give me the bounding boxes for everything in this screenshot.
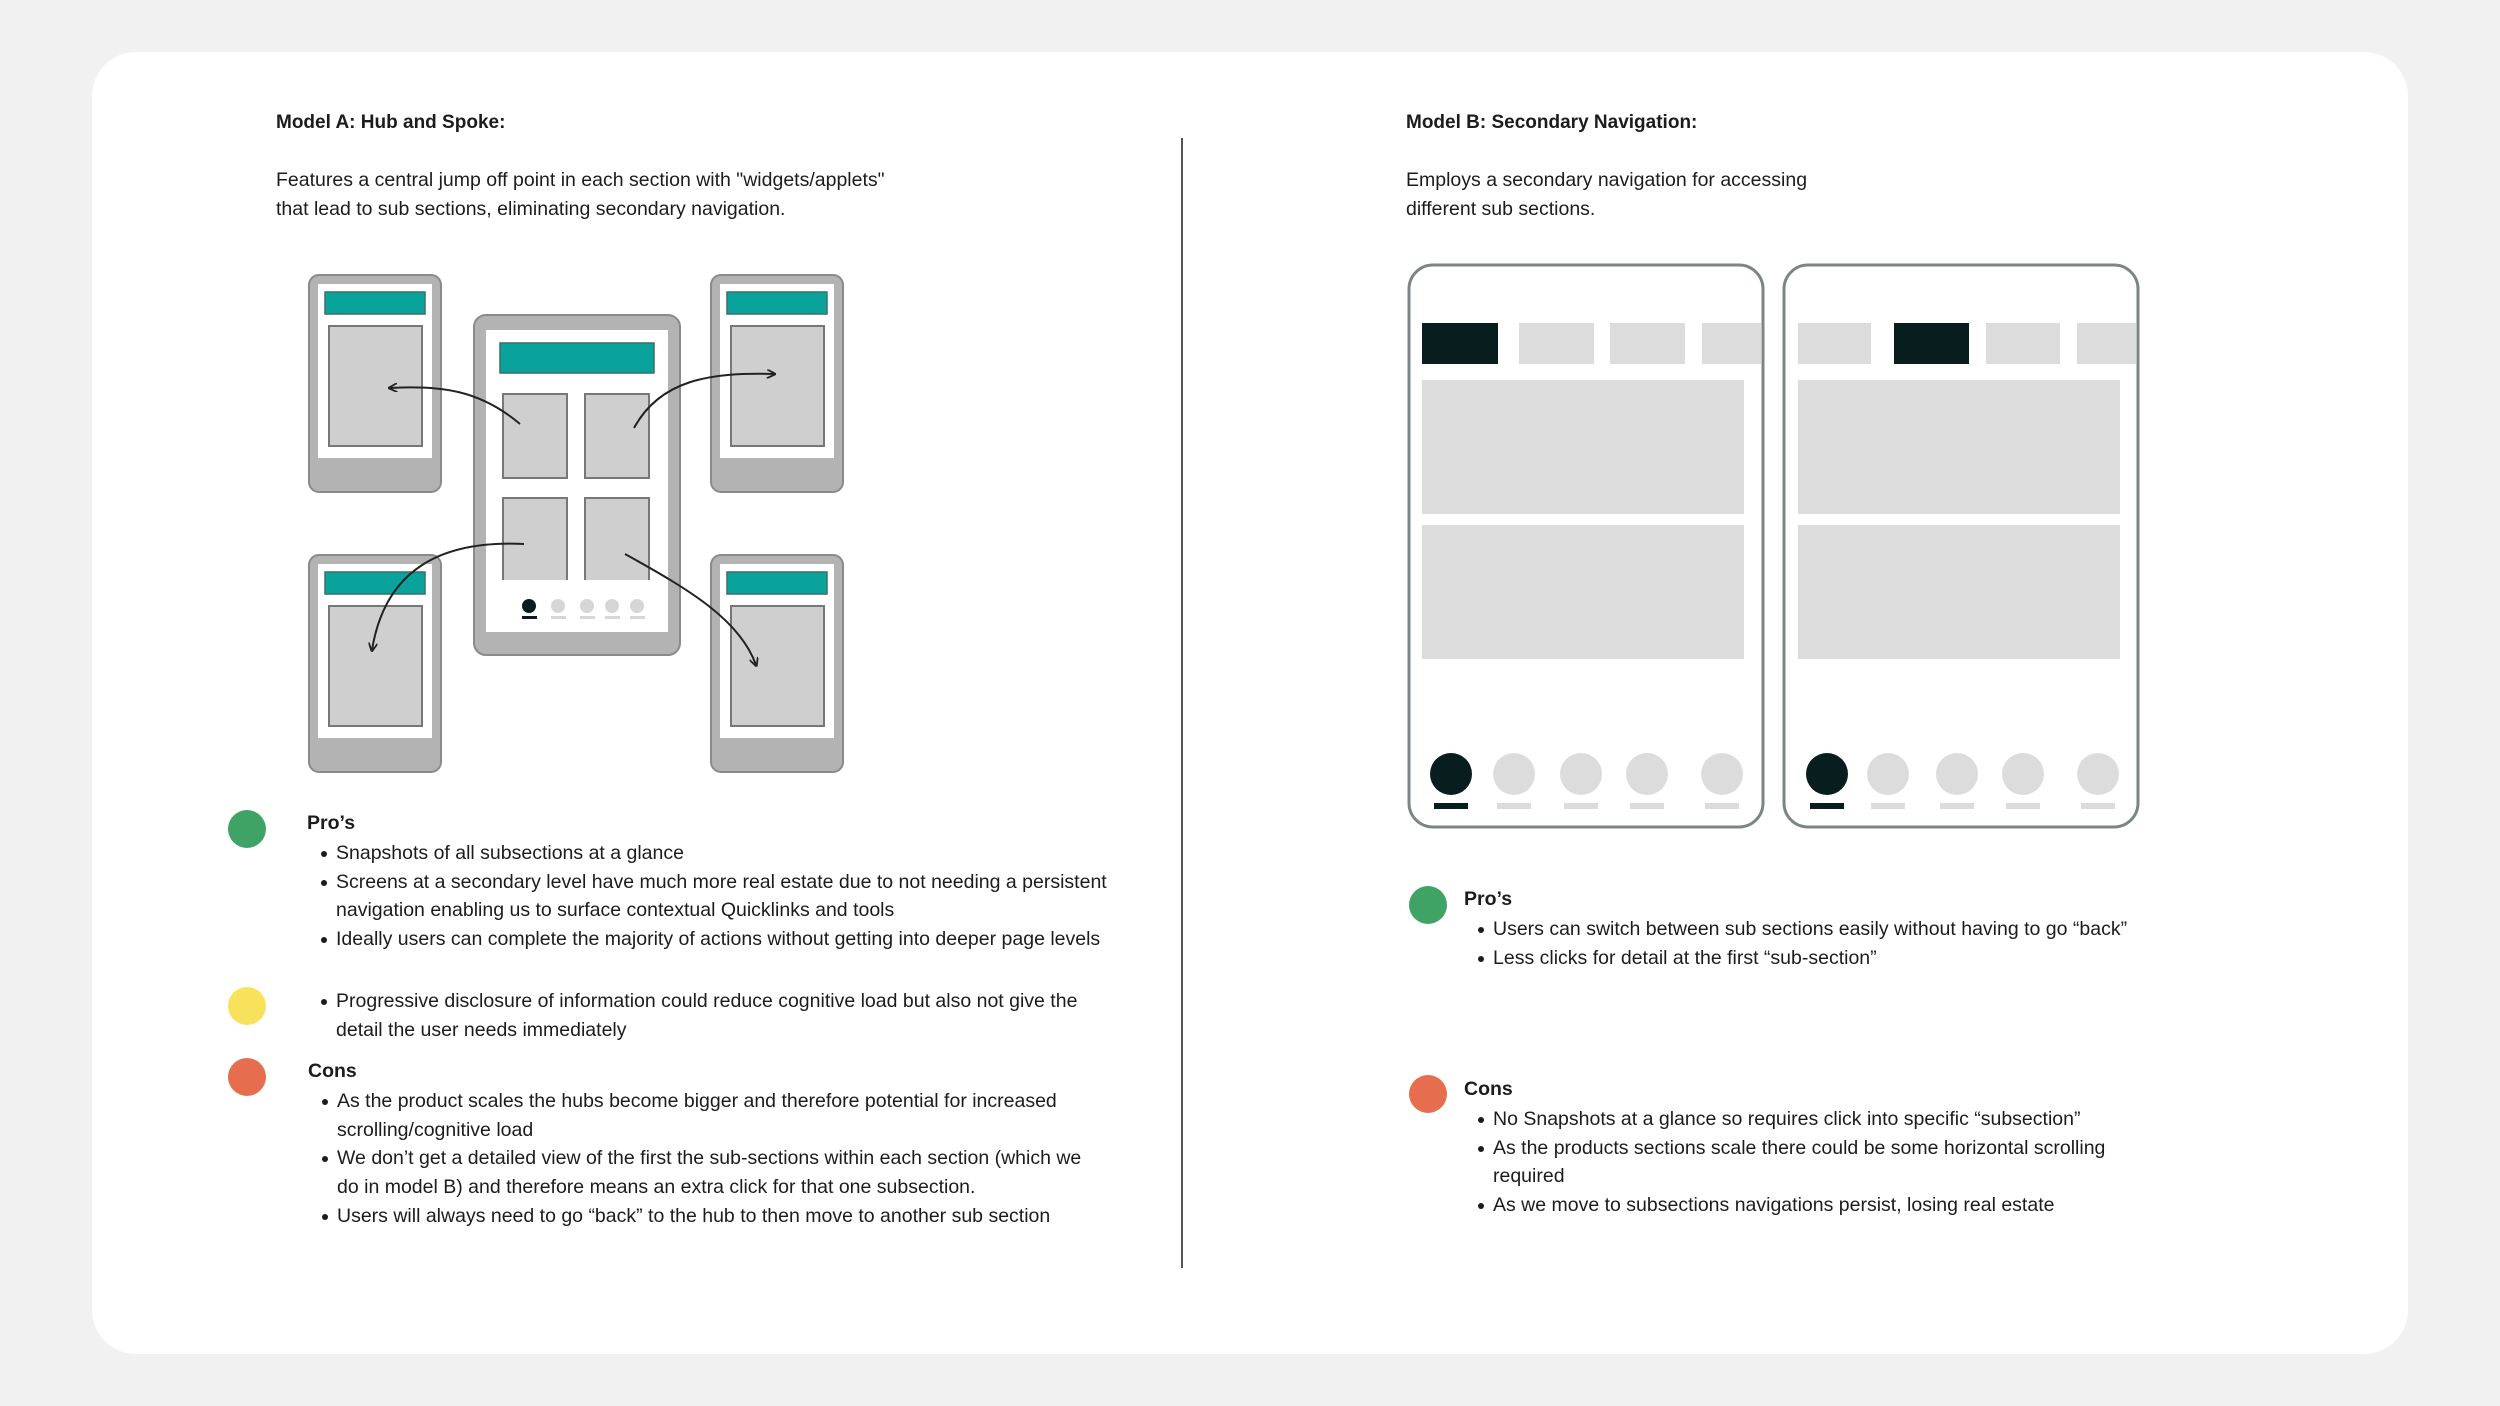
model-a-cons-heading: Cons <box>308 1060 357 1082</box>
spoke-phone-top-right <box>710 274 844 493</box>
arrow-to-top-right <box>633 374 774 429</box>
model-a-pros-indicator <box>228 810 266 848</box>
model-a-cons-indicator <box>228 1058 266 1096</box>
list-item: Ideally users can complete the majority … <box>321 925 1126 954</box>
list-item: Less clicks for detail at the first “sub… <box>1478 944 2153 973</box>
arrow-to-bottom-right <box>624 553 756 665</box>
model-b-cons-indicator <box>1409 1075 1447 1113</box>
list-item: As the products sections scale there cou… <box>1478 1134 2133 1191</box>
model-a-pros-heading: Pro’s <box>307 812 356 834</box>
model-b-cons-heading: Cons <box>1464 1078 1513 1100</box>
list-item: No Snapshots at a glance so requires cli… <box>1478 1105 2133 1134</box>
spoke-phone-bottom-right <box>710 554 844 773</box>
list-item: Users will always need to go “back” to t… <box>322 1202 1107 1231</box>
model-a-neutral-list: Progressive disclosure of information co… <box>306 987 1126 1044</box>
model-b-title: Model B: Secondary Navigation: <box>1406 112 1698 133</box>
model-b-cons-list: No Snapshots at a glance so requires cli… <box>1463 1105 2133 1220</box>
model-a-description: Features a central jump off point in eac… <box>276 169 885 220</box>
arrow-to-bottom-left <box>372 542 525 650</box>
model-a-cons-list: As the product scales the hubs become bi… <box>307 1087 1107 1231</box>
model-a-title: Model A: Hub and Spoke: <box>276 112 506 133</box>
spoke-phone-top-left <box>308 274 442 493</box>
model-b-pros-indicator <box>1409 886 1447 924</box>
list-item: We don’t get a detailed view of the firs… <box>322 1144 1107 1201</box>
model-a-neutral-indicator <box>228 987 266 1025</box>
list-item: Progressive disclosure of information co… <box>321 987 1126 1044</box>
column-divider <box>1181 138 1183 1268</box>
secondary-nav-phone-1 <box>1407 263 1765 829</box>
list-item: As we move to subsections navigations pe… <box>1478 1191 2133 1220</box>
secondary-nav-phone-2 <box>1782 263 2140 829</box>
list-item: Snapshots of all subsections at a glance <box>321 839 1126 868</box>
list-item: Screens at a secondary level have much m… <box>321 868 1126 925</box>
arrow-to-top-left <box>390 387 521 425</box>
model-a-pros-list: Snapshots of all subsections at a glance… <box>306 839 1126 954</box>
list-item: Users can switch between sub sections ea… <box>1478 915 2153 944</box>
model-b-description: Employs a secondary navigation for acces… <box>1406 169 1808 220</box>
list-item: As the product scales the hubs become bi… <box>322 1087 1107 1144</box>
model-b-pros-heading: Pro’s <box>1464 888 1513 910</box>
model-b-pros-list: Users can switch between sub sections ea… <box>1463 915 2153 972</box>
hub-phone <box>473 314 681 656</box>
